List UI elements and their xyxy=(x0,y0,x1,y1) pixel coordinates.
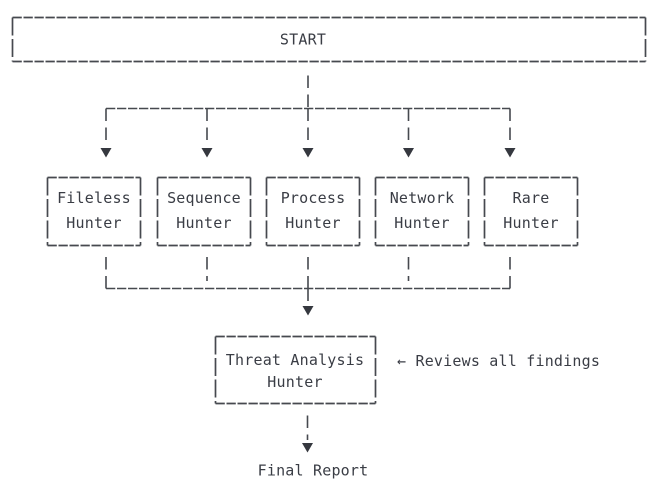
hunter-box-border-network-h xyxy=(375,176,469,247)
hunter-box-border-rare-h xyxy=(484,176,578,247)
final-report-label: Final Report xyxy=(257,461,369,480)
analysis-label-line2: Hunter xyxy=(267,373,323,391)
hunter-box-border-sequence-v xyxy=(156,177,252,246)
hunter-label-network-line1: Network xyxy=(389,189,455,207)
annotation-note: ← Reviews all findings xyxy=(397,352,601,370)
hunter-label-network-line2: Hunter xyxy=(394,214,450,232)
hunter-label-process-line2: Hunter xyxy=(285,214,341,232)
arrowhead-down-icon-sequence xyxy=(201,148,213,158)
hunter-label-fileless-line2: Hunter xyxy=(66,214,122,232)
hunter-label-network: Network Hunter xyxy=(390,186,455,236)
hunter-label-fileless: Fileless Hunter xyxy=(57,186,131,236)
connector-fanout-stubs xyxy=(105,108,511,146)
hunter-label-process: Process Hunter xyxy=(281,186,346,236)
analysis-box-border-v xyxy=(214,336,377,404)
hunter-box-border-fileless-h xyxy=(47,176,141,247)
connector-fanin-stubs xyxy=(105,257,511,289)
hunter-label-rare: Rare Hunter xyxy=(503,186,558,236)
hunter-label-sequence-line1: Sequence xyxy=(167,189,241,207)
arrowhead-down-icon-network xyxy=(403,148,414,158)
arrowhead-down-icon-final xyxy=(302,443,313,453)
hunter-box-border-rare-v xyxy=(483,177,579,246)
analysis-box-border-h xyxy=(215,335,376,405)
hunter-box-border-network-v xyxy=(374,177,470,246)
hunter-box-border-fileless-v xyxy=(46,177,142,246)
hunter-box-border-sequence-h xyxy=(157,176,251,247)
analysis-label: Threat Analysis Hunter xyxy=(226,349,364,393)
arrowhead-down-icon-fileless xyxy=(100,148,112,158)
start-box-border-vertical xyxy=(11,17,647,62)
hunter-label-fileless-line1: Fileless xyxy=(57,189,131,207)
hunter-label-rare-line2: Hunter xyxy=(503,214,559,232)
arrowhead-down-icon-process xyxy=(302,148,314,158)
arrowhead-down-icon-analysis xyxy=(302,306,314,316)
hunter-label-rare-line1: Rare xyxy=(512,189,550,207)
start-box-border-horizontal xyxy=(12,16,646,63)
hunter-label-sequence-line2: Hunter xyxy=(176,214,232,232)
hunter-label-sequence: Sequence Hunter xyxy=(167,186,241,236)
arrowhead-down-icon-rare xyxy=(504,148,516,158)
analysis-label-line1: Threat Analysis xyxy=(225,351,365,369)
start-label: START xyxy=(279,30,327,49)
hunter-box-border-process-v xyxy=(265,177,361,246)
hunter-label-process-line1: Process xyxy=(280,189,346,207)
hunter-box-border-process-h xyxy=(266,176,360,247)
